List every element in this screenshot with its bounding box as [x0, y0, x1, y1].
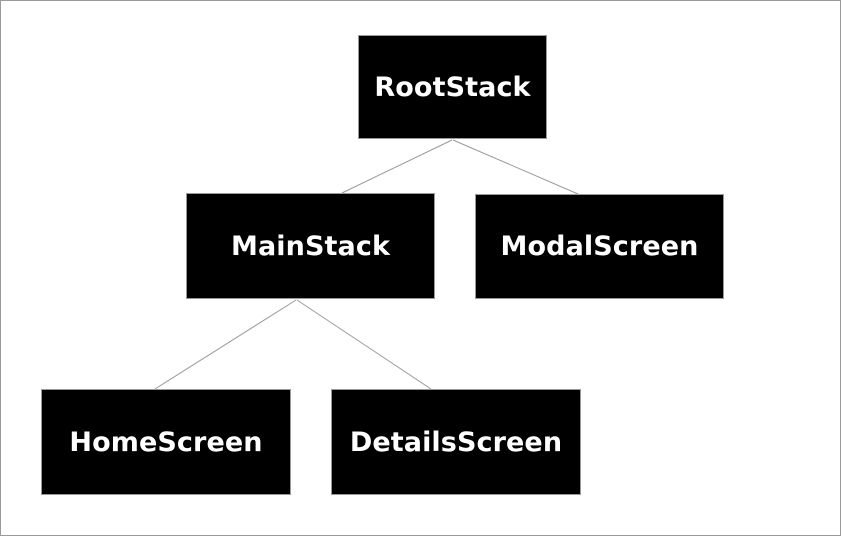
node-label: DetailsScreen	[349, 426, 563, 458]
node-label: HomeScreen	[69, 426, 263, 458]
node-details-screen: DetailsScreen	[331, 389, 581, 495]
node-label: RootStack	[374, 71, 531, 103]
node-label: MainStack	[231, 230, 390, 262]
edge-root-to-main	[341, 139, 453, 194]
edge-main-to-details	[296, 299, 432, 390]
node-label: ModalScreen	[500, 231, 699, 262]
node-root-stack: RootStack	[358, 35, 547, 139]
node-main-stack: MainStack	[186, 193, 435, 299]
node-modal-screen: ModalScreen	[475, 194, 724, 299]
node-home-screen: HomeScreen	[41, 389, 291, 495]
edge-main-to-home	[154, 299, 297, 390]
edge-root-to-modal	[452, 139, 579, 195]
